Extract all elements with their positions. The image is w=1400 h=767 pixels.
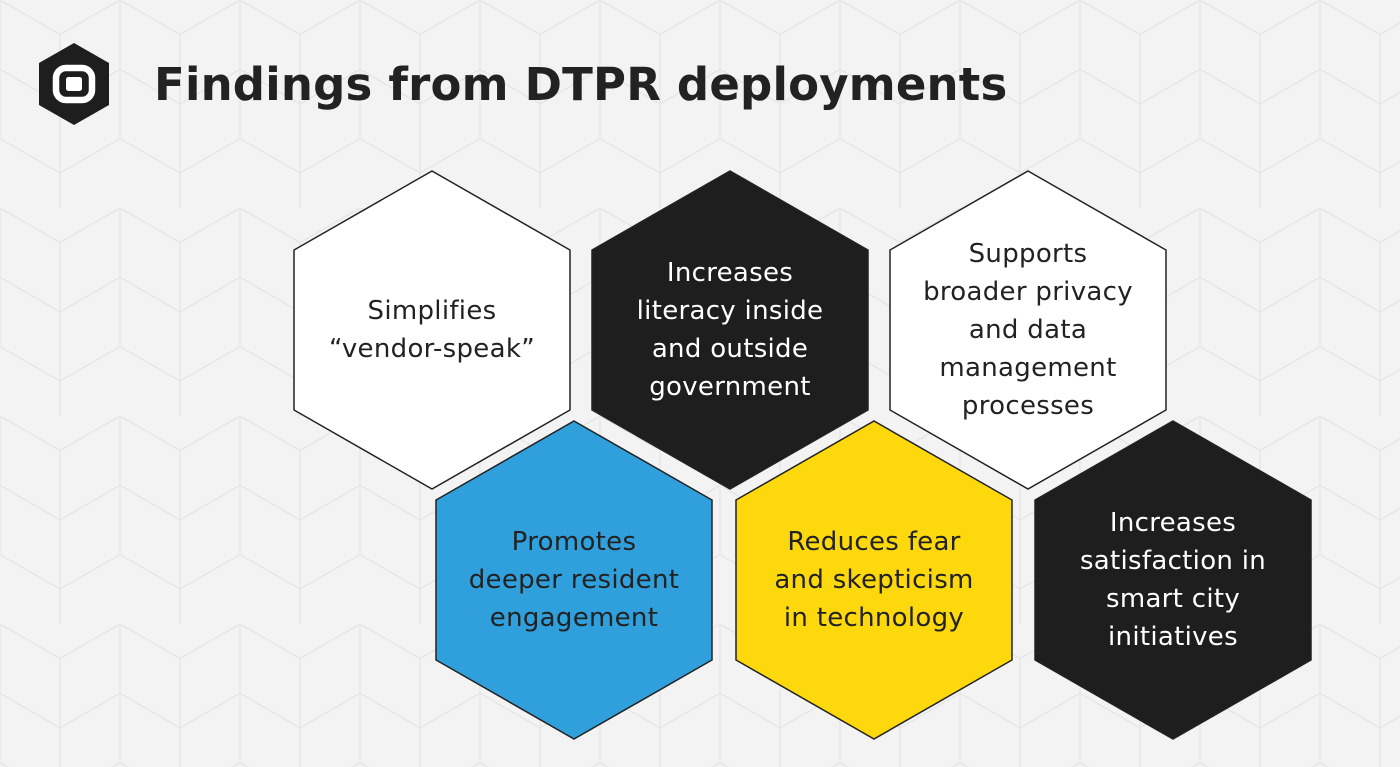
slide-header: Findings from DTPR deployments <box>36 38 1008 130</box>
hex-simplifies: Simplifies “vendor-speak” <box>292 170 572 490</box>
hex-label-satisfaction: Increases satisfaction in smart city initia… <box>1053 420 1293 740</box>
hex-shape <box>435 420 713 740</box>
hex-label-line: broader privacy <box>923 277 1133 307</box>
hex-label-line: management <box>939 353 1117 383</box>
page-title: Findings from DTPR deployments <box>154 57 1008 111</box>
hex-label-line: processes <box>961 391 1095 421</box>
hex-label-line: Increases <box>666 258 794 288</box>
hex-label-fear: Reduces fear and skepticism in technology <box>754 420 994 740</box>
hex-label-privacy: Supports broader privacy and data managemen… <box>908 170 1148 490</box>
hex-literacy: Increases literacy inside and outside gover… <box>590 170 870 490</box>
hex-label-line: Supports <box>968 239 1088 269</box>
hex-label-engagement: Promotes deeper resident engagement <box>454 420 694 740</box>
hex-fear: Reduces fear and skepticism in technology <box>734 420 1014 740</box>
hex-shape <box>1034 420 1312 740</box>
hex-label-line: deeper resident <box>468 565 680 595</box>
hex-label-line: and data <box>968 315 1088 345</box>
hex-shape <box>889 170 1167 490</box>
hex-label-line: in technology <box>783 603 965 633</box>
hex-engagement: Promotes deeper resident engagement <box>434 420 714 740</box>
hex-label-line: Increases <box>1109 508 1237 538</box>
hex-satisfaction: Increases satisfaction in smart city initia… <box>1033 420 1313 740</box>
hex-label-line: smart city <box>1105 584 1241 614</box>
hex-label-line: government <box>649 372 811 402</box>
hex-shape <box>735 420 1013 740</box>
hex-label-line: literacy inside <box>636 296 824 326</box>
hex-label-line: and skepticism <box>774 565 974 595</box>
hex-label-line: “vendor-speak” <box>329 334 535 364</box>
dtpr-hexagon-logo-icon <box>39 43 109 125</box>
hex-label-line: engagement <box>489 603 659 633</box>
hex-label-literacy: Increases literacy inside and outside gover… <box>610 170 850 490</box>
hex-shape <box>591 170 869 490</box>
hex-label-line: and outside <box>651 334 809 364</box>
hex-label-line: Reduces fear <box>787 527 961 557</box>
hex-label-simplifies: Simplifies “vendor-speak” <box>312 170 552 490</box>
hex-shape <box>293 170 571 490</box>
hex-privacy: Supports broader privacy and data managemen… <box>888 170 1168 490</box>
hex-label-line: initiatives <box>1108 622 1238 652</box>
hex-label-line: Promotes <box>511 527 637 557</box>
hex-label-line: satisfaction in <box>1079 546 1267 576</box>
hex-label-line: Simplifies <box>367 296 497 326</box>
